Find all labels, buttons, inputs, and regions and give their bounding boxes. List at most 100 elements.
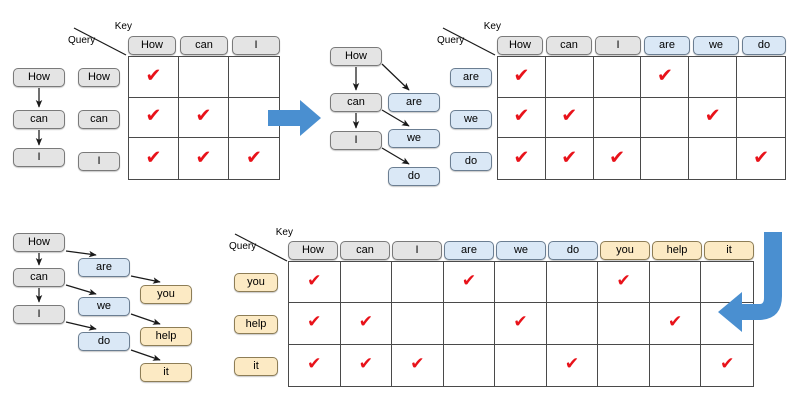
attention-cell-active: ✔ (340, 303, 393, 345)
attention-cell-active: ✔ (498, 138, 546, 179)
attention-cell-empty (598, 303, 650, 345)
column-header-how: How (288, 241, 338, 260)
attention-cell-active: ✔ (598, 262, 650, 304)
attention-cell-empty (229, 57, 279, 98)
check-icon: ✔ (513, 312, 528, 333)
check-icon: ✔ (668, 312, 683, 333)
column-header-are: are (444, 241, 494, 260)
attention-cell-empty (641, 97, 690, 139)
check-icon: ✔ (656, 64, 673, 87)
attention-cell-empty (689, 57, 738, 98)
row-header-it: it (234, 357, 278, 376)
token-box-do: do (78, 332, 130, 351)
key-query-corner-label-2: Key Query (437, 21, 501, 58)
check-icon: ✔ (513, 146, 530, 169)
token-box-help: help (140, 327, 192, 346)
attention-cell-empty (649, 262, 702, 304)
check-icon: ✔ (461, 270, 477, 291)
attention-grid-3: ✔✔✔✔✔✔✔✔✔✔✔✔ (288, 261, 754, 387)
token-box-are: are (388, 93, 440, 112)
attention-cell-active: ✔ (289, 344, 341, 386)
attention-cell-active: ✔ (443, 262, 496, 304)
token-box-how: How (13, 68, 65, 87)
attention-cell-empty (392, 262, 444, 304)
check-icon: ✔ (145, 105, 162, 128)
column-header-you: you (600, 241, 650, 260)
column-header-how: How (497, 36, 543, 55)
attention-cell-active: ✔ (594, 138, 642, 179)
column-header-i: I (232, 36, 280, 55)
token-box-can: can (330, 93, 382, 112)
check-icon: ✔ (358, 312, 373, 333)
attention-cell-active: ✔ (289, 303, 341, 345)
attention-cell-empty (701, 303, 753, 345)
column-header-help: help (652, 241, 702, 260)
attention-cell-empty (179, 57, 229, 98)
token-box-i: I (13, 305, 65, 324)
attention-cell-empty (444, 344, 496, 386)
key-axis-label: Key (275, 227, 293, 238)
attention-cell-empty (650, 344, 702, 386)
flow-arrow-down-left (716, 228, 788, 341)
check-icon: ✔ (564, 354, 580, 375)
attention-cell-empty (443, 303, 496, 345)
attention-cell-active: ✔ (289, 262, 341, 304)
token-box-it: it (140, 363, 192, 382)
row-header-we: we (450, 110, 492, 129)
attention-cell-active: ✔ (546, 138, 594, 179)
row-header-are: are (450, 68, 492, 87)
token-box-do: do (388, 167, 440, 186)
attention-cell-active: ✔ (341, 344, 393, 386)
check-icon: ✔ (145, 146, 162, 169)
row-header-how: How (78, 68, 120, 87)
attention-cell-active: ✔ (641, 57, 690, 98)
check-icon: ✔ (753, 146, 770, 169)
check-icon: ✔ (513, 105, 530, 128)
attention-cell-active: ✔ (179, 138, 229, 179)
check-icon: ✔ (195, 105, 212, 128)
attention-cell-active: ✔ (701, 345, 753, 386)
token-box-you: you (140, 285, 192, 304)
key-query-corner-label-1: Key Query (68, 21, 132, 58)
column-header-do: do (742, 36, 786, 55)
attention-cell-active: ✔ (129, 138, 179, 179)
attention-cell-empty (737, 98, 785, 139)
attention-cell-empty (593, 97, 642, 139)
attention-cell-empty (392, 303, 444, 345)
check-icon: ✔ (307, 312, 322, 333)
attention-cell-empty (593, 57, 642, 98)
query-axis-label: Query (229, 241, 257, 252)
row-header-can: can (78, 110, 120, 129)
token-box-how: How (330, 47, 382, 66)
attention-cell-empty (229, 98, 279, 139)
attention-cell-empty (641, 138, 690, 179)
token-box-i: I (13, 148, 65, 167)
column-header-can: can (340, 241, 390, 260)
flow-arrow-right (268, 98, 322, 141)
attention-cell-active: ✔ (229, 138, 279, 179)
check-icon: ✔ (195, 146, 212, 169)
token-box-i: I (330, 131, 382, 150)
row-header-i: I (78, 152, 120, 171)
attention-grid-2: ✔✔✔✔✔✔✔✔✔ (497, 56, 786, 180)
attention-cell-active: ✔ (545, 97, 594, 139)
check-icon: ✔ (616, 270, 631, 291)
attention-cell-active: ✔ (498, 57, 546, 98)
token-box-how: How (13, 233, 65, 252)
check-icon: ✔ (307, 354, 322, 375)
attention-cell-empty (340, 262, 393, 304)
attention-cell-empty (689, 138, 738, 179)
check-icon: ✔ (358, 354, 373, 375)
attention-cell-empty (545, 57, 594, 98)
attention-cell-active: ✔ (689, 97, 738, 139)
attention-cell-active: ✔ (495, 303, 547, 345)
row-header-do: do (450, 152, 492, 171)
attention-cell-empty (495, 344, 547, 386)
check-icon: ✔ (513, 64, 530, 87)
column-header-how: How (128, 36, 176, 55)
attention-cell-active: ✔ (179, 97, 229, 139)
column-header-it: it (704, 241, 754, 260)
token-box-are: are (78, 258, 130, 277)
token-box-can: can (13, 110, 65, 129)
